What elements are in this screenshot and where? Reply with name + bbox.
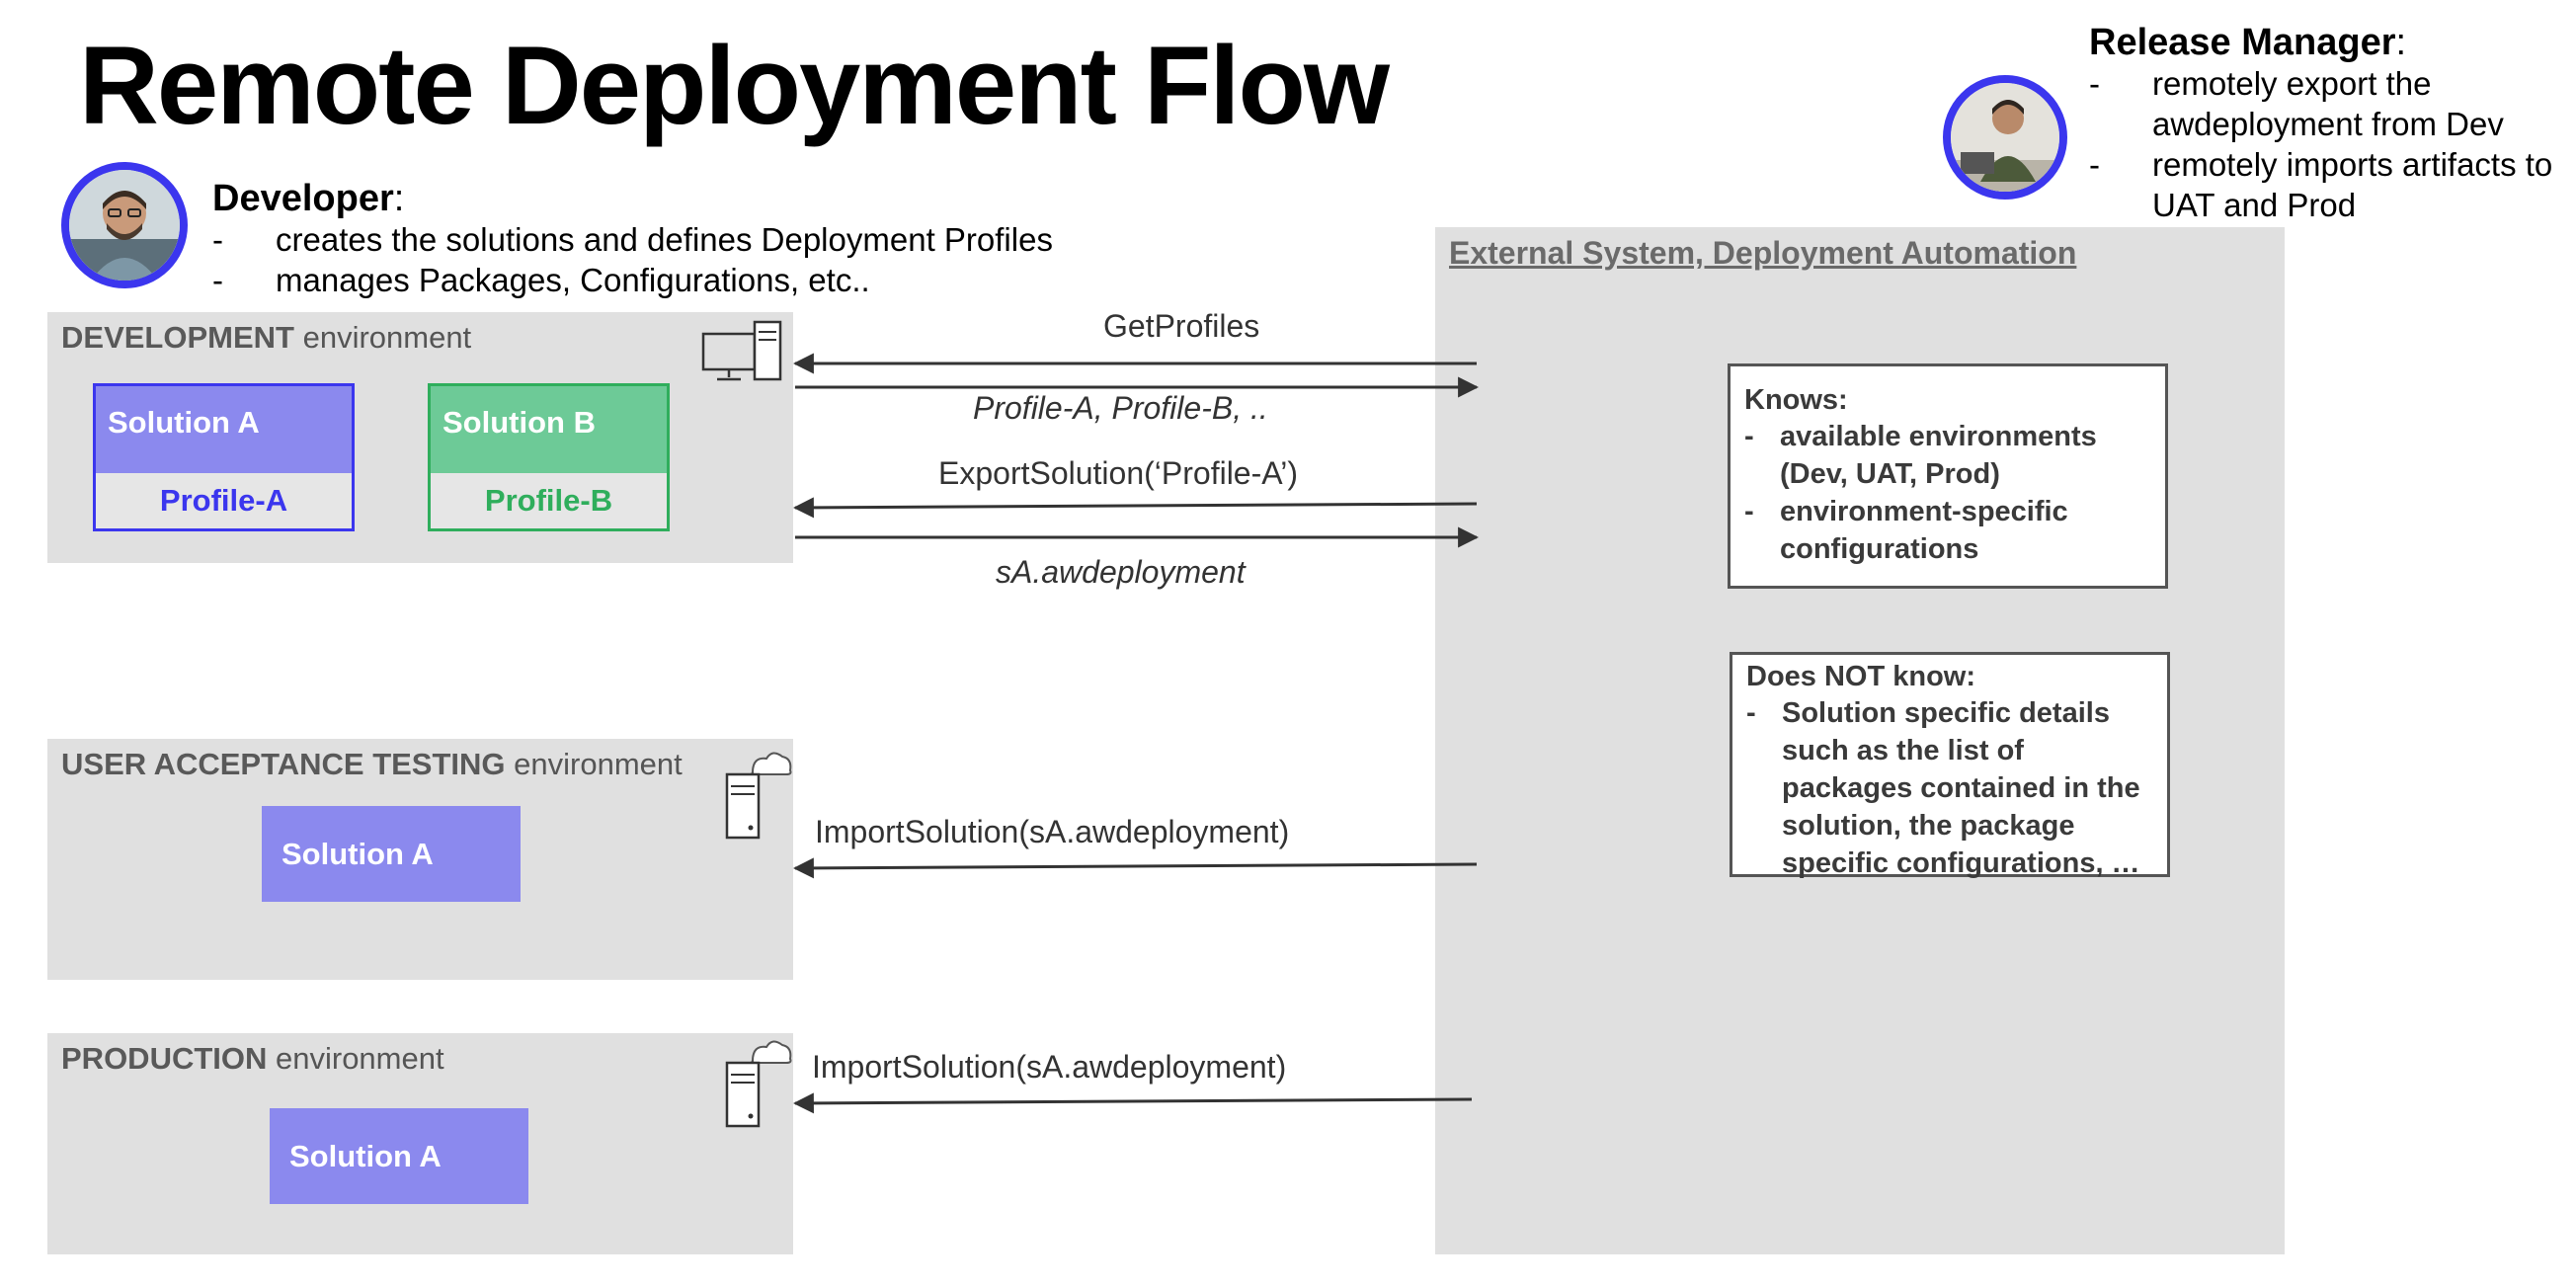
environment-label: DEVELOPMENT environment xyxy=(61,320,471,356)
list-item: available environments (Dev, UAT, Prod) xyxy=(1744,418,2151,493)
list-item: Solution specific details such as the li… xyxy=(1746,694,2153,882)
solution-a-card: Solution A xyxy=(270,1108,528,1204)
import-uat-arrow xyxy=(792,857,1478,879)
developer-role-label: Developer xyxy=(212,178,394,219)
page-title: Remote Deployment Flow xyxy=(79,24,1390,147)
external-system-title: External System, Deployment Automation xyxy=(1449,235,2077,271)
profile-label: Profile-A xyxy=(96,473,352,528)
solution-b-card: Solution B Profile-B xyxy=(428,383,670,531)
solution-name: Solution B xyxy=(443,405,596,440)
solution-a-card: Solution A Profile-A xyxy=(93,383,355,531)
list-item: environment-specific configurations xyxy=(1744,493,2151,568)
uat-environment: USER ACCEPTANCE TESTING environment Solu… xyxy=(47,739,793,980)
external-system-panel: External System, Deployment Automation K… xyxy=(1435,227,2285,1254)
developer-role: Developer: xyxy=(212,178,405,219)
developer-responsibilities: creates the solutions and defines Deploy… xyxy=(212,219,1101,300)
developer-avatar xyxy=(61,162,188,288)
import-prod-arrow xyxy=(792,1092,1473,1114)
get-profiles-label: GetProfiles xyxy=(1103,308,1260,344)
release-manager-role: Release Manager: xyxy=(2089,22,2407,63)
environment-label: PRODUCTION environment xyxy=(61,1041,444,1077)
desktop-computer-icon xyxy=(701,320,782,381)
release-manager-role-label: Release Manager xyxy=(2089,22,2396,63)
not-knows-box: Does NOT know: Solution specific details… xyxy=(1730,652,2170,879)
cloud-server-icon xyxy=(725,1040,792,1128)
list-item: creates the solutions and defines Deploy… xyxy=(212,219,1101,260)
knows-box: Knows: available environments (Dev, UAT,… xyxy=(1728,363,2168,589)
solution-a-card: Solution A xyxy=(262,806,521,902)
list-item: remotely imports artifacts to UAT and Pr… xyxy=(2089,144,2563,225)
environment-name: PRODUCTION xyxy=(61,1041,268,1076)
environment-suffix: environment xyxy=(293,320,472,355)
release-manager-avatar xyxy=(1943,75,2067,200)
release-manager-responsibilities: remotely export the awdeployment from De… xyxy=(2089,63,2563,225)
profiles-response-label: Profile-A, Profile-B, .. xyxy=(973,390,1268,426)
profile-label: Profile-B xyxy=(431,473,667,528)
import-prod-label: ImportSolution(sA.awdeployment) xyxy=(812,1049,1287,1085)
production-environment: PRODUCTION environment Solution A xyxy=(47,1033,793,1254)
environment-suffix: environment xyxy=(267,1041,444,1076)
export-solution-label: ExportSolution(‘Profile-A’) xyxy=(938,455,1298,491)
environment-label: USER ACCEPTANCE TESTING environment xyxy=(61,747,683,782)
development-environment: DEVELOPMENT environment Solution A Profi… xyxy=(47,312,793,563)
export-response-label: sA.awdeployment xyxy=(996,554,1246,590)
not-knows-heading: Does NOT know: xyxy=(1746,661,1976,692)
export-solution-arrow xyxy=(792,497,1478,519)
environment-suffix: environment xyxy=(505,747,683,781)
cloud-server-icon xyxy=(725,752,792,840)
solution-name: Solution A xyxy=(289,1139,442,1173)
environment-name: USER ACCEPTANCE TESTING xyxy=(61,747,506,781)
import-uat-label: ImportSolution(sA.awdeployment) xyxy=(815,814,1290,849)
knows-heading: Knows: xyxy=(1744,384,1848,416)
solution-name: Solution A xyxy=(108,405,260,440)
solution-name: Solution A xyxy=(282,837,434,871)
environment-name: DEVELOPMENT xyxy=(61,320,294,355)
list-item: manages Packages, Configurations, etc.. xyxy=(212,260,1101,300)
list-item: remotely export the awdeployment from De… xyxy=(2089,63,2563,144)
